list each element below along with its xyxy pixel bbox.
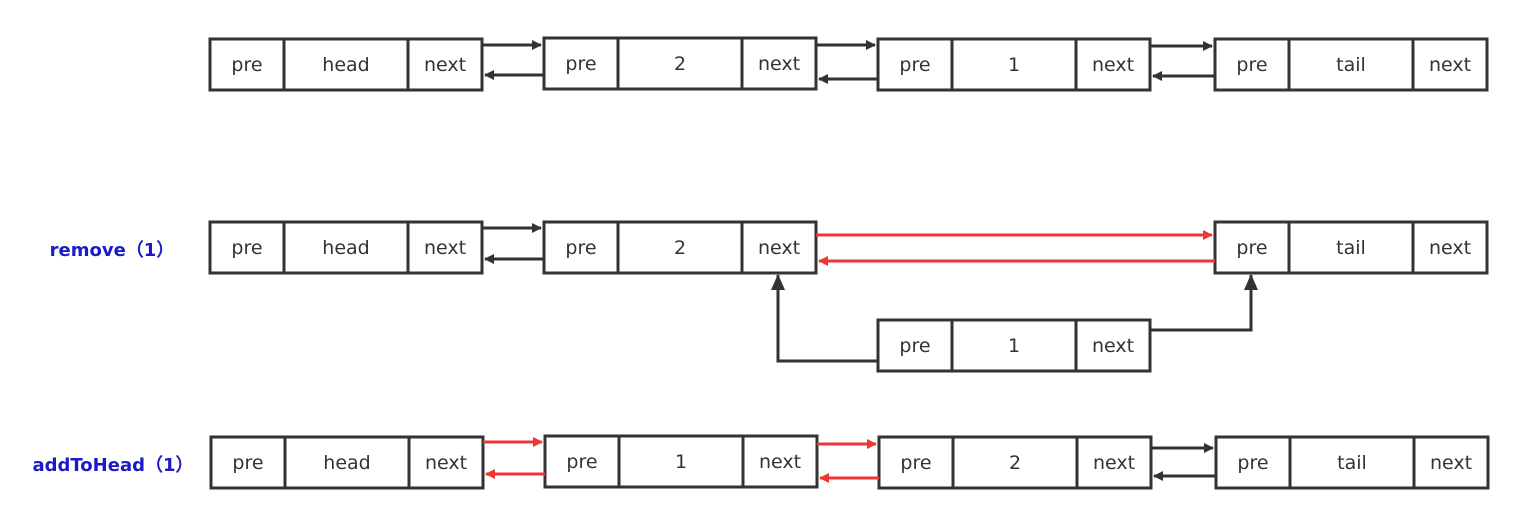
operation-label: remove（1） xyxy=(50,240,175,261)
row-add-to-head: addToHead（1） pre head next pre 1 next pr… xyxy=(33,434,1490,490)
next-label: next xyxy=(1429,237,1471,259)
next-cell xyxy=(406,37,484,92)
detached-node: pre 1 next xyxy=(876,318,1152,373)
detached-next-pointer-arrow xyxy=(1150,274,1258,332)
pre-label: pre xyxy=(231,237,262,259)
next-label: next xyxy=(1092,335,1134,357)
next-label: next xyxy=(1092,54,1134,76)
pre-label: pre xyxy=(899,335,930,357)
row-initial: pre head next pre 2 next pre 1 next pre … xyxy=(208,36,1489,92)
next-label: next xyxy=(424,237,466,259)
next-label: next xyxy=(758,53,800,75)
pre-label: pre xyxy=(900,452,931,474)
next-label: next xyxy=(1429,54,1471,76)
value-cell xyxy=(616,36,744,91)
next-label: next xyxy=(424,54,466,76)
value-label: 1 xyxy=(675,451,687,473)
pre-cell xyxy=(208,37,286,92)
value-cell xyxy=(950,318,1078,373)
pre-cell xyxy=(209,435,287,490)
next-cell xyxy=(406,220,484,275)
next-cell xyxy=(740,220,818,275)
next-label: next xyxy=(1430,452,1472,474)
pre-label: pre xyxy=(1236,54,1267,76)
value-cell xyxy=(950,37,1078,92)
list-node: pre tail next xyxy=(1214,435,1490,490)
value-label: 2 xyxy=(1009,452,1021,474)
next-label: next xyxy=(759,451,801,473)
value-label: 2 xyxy=(674,53,686,75)
list-node: pre 1 next xyxy=(876,37,1152,92)
value-label: head xyxy=(323,452,370,474)
pre-cell xyxy=(543,434,621,489)
value-label: head xyxy=(322,237,369,259)
list-node: pre tail next xyxy=(1213,37,1489,92)
value-label: 1 xyxy=(1008,335,1020,357)
pre-cell xyxy=(1213,37,1291,92)
next-cell xyxy=(1074,318,1152,373)
pre-label: pre xyxy=(565,53,596,75)
value-label: 1 xyxy=(1008,54,1020,76)
value-label: tail xyxy=(1337,452,1367,474)
next-cell xyxy=(740,36,818,91)
next-label: next xyxy=(425,452,467,474)
value-cell xyxy=(282,37,410,92)
value-label: head xyxy=(322,54,369,76)
pre-label: pre xyxy=(1237,452,1268,474)
pre-label: pre xyxy=(899,54,930,76)
detached-pre-pointer-arrow xyxy=(771,274,878,363)
list-node: pre 1 next xyxy=(543,434,819,489)
pre-label: pre xyxy=(232,452,263,474)
next-cell xyxy=(1075,435,1153,490)
next-cell xyxy=(741,434,819,489)
next-cell xyxy=(1412,435,1490,490)
value-cell xyxy=(616,220,744,275)
pre-cell xyxy=(208,220,286,275)
next-label: next xyxy=(1093,452,1135,474)
value-label: tail xyxy=(1336,54,1366,76)
value-cell xyxy=(617,434,745,489)
value-label: tail xyxy=(1336,237,1366,259)
list-node: pre 2 next xyxy=(542,36,818,91)
value-label: 2 xyxy=(674,237,686,259)
row-remove: remove（1） pre head next pre 2 next pre t… xyxy=(50,220,1489,373)
next-cell xyxy=(1411,220,1489,275)
operation-label: addToHead（1） xyxy=(33,455,194,476)
next-label: next xyxy=(758,237,800,259)
pre-cell xyxy=(876,37,954,92)
pre-label: pre xyxy=(1236,237,1267,259)
pre-label: pre xyxy=(566,451,597,473)
next-cell xyxy=(1074,37,1152,92)
list-node: pre head next xyxy=(208,220,484,275)
list-node: pre head next xyxy=(208,37,484,92)
list-node: pre 2 next xyxy=(877,435,1153,490)
next-cell xyxy=(407,435,485,490)
list-node: pre 2 next xyxy=(542,220,818,275)
value-cell xyxy=(282,220,410,275)
pre-label: pre xyxy=(565,237,596,259)
value-cell xyxy=(283,435,411,490)
list-node: pre head next xyxy=(209,435,485,490)
next-cell xyxy=(1411,37,1489,92)
pre-label: pre xyxy=(231,54,262,76)
list-node: pre tail next xyxy=(1213,220,1489,275)
